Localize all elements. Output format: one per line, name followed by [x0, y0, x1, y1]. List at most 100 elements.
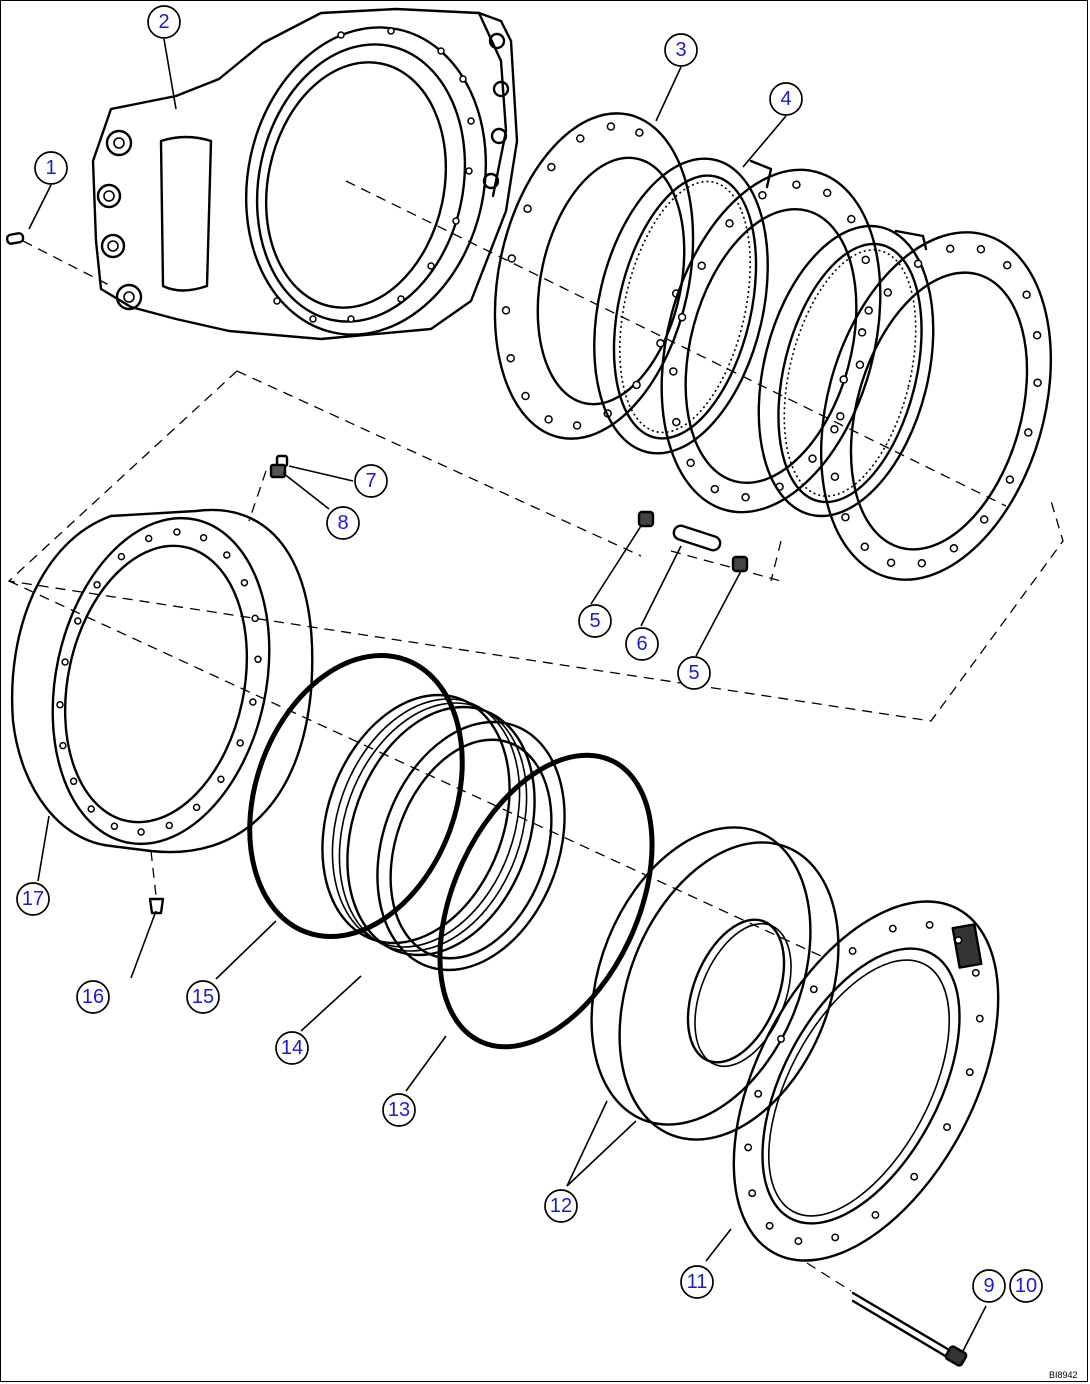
callout-layer: 1 2 3 4 5 5 6 7 8 9 10 11 12 13 14 15 16…: [16, 5, 1043, 1352]
svg-text:11: 11: [687, 1271, 708, 1293]
bolt-hole: [886, 558, 896, 567]
bolt-hole: [217, 775, 225, 783]
callout-2: 2: [147, 5, 181, 39]
rear-flange-plate: [819, 231, 1053, 581]
bolt-hole: [199, 533, 208, 542]
drawing-code: BI8942: [1049, 1370, 1078, 1380]
svg-text:13: 13: [388, 1099, 410, 1121]
bolt-hole: [758, 191, 767, 200]
part-14-piston: [321, 693, 566, 972]
middle-flange-plate: [660, 168, 882, 514]
svg-text:5: 5: [589, 610, 600, 632]
bolt-hole: [59, 741, 67, 750]
svg-text:14: 14: [281, 1037, 303, 1059]
bolt-hole: [254, 655, 262, 664]
callout-10: 10: [1009, 1269, 1043, 1303]
end-plate-holes: [744, 920, 984, 1246]
bolt-hole: [975, 1014, 984, 1023]
callout-6: 6: [625, 627, 659, 661]
svg-text:10: 10: [1015, 1275, 1037, 1297]
assembly-centerlines: [7, 180, 1064, 1292]
callout-bubbles: 1 2 3 4 5 5 6 7 8 9 10 11 12 13 14 15 16…: [16, 5, 1043, 1303]
bolt-hole: [1002, 260, 1012, 270]
bolt-hole: [883, 288, 893, 297]
bolt-hole: [754, 1089, 763, 1098]
bolt-hole: [236, 739, 244, 747]
bolt-hole: [110, 822, 119, 831]
callout-14: 14: [275, 1031, 309, 1065]
part-15-seal-ring: [247, 653, 465, 939]
part-5-nut-left: [637, 510, 655, 528]
part-13-seal-ring: [437, 752, 655, 1050]
callout-16: 16: [76, 980, 110, 1014]
bolt-hole: [501, 306, 511, 315]
bolt-hole: [888, 924, 897, 933]
bolt-hole: [965, 1068, 974, 1077]
bolt-hole: [240, 578, 249, 587]
bolt-hole: [56, 700, 64, 709]
bolt-hole: [976, 245, 986, 254]
bolt-hole: [910, 1172, 919, 1181]
callout-13: 13: [382, 1093, 416, 1127]
bolt-hole: [506, 353, 515, 363]
svg-text:17: 17: [22, 888, 44, 910]
svg-text:5: 5: [688, 662, 699, 684]
bolt-hole: [672, 417, 681, 427]
bolt-hole: [945, 244, 955, 254]
bolt-hole: [1005, 475, 1015, 484]
part-2-housing: [91, 7, 519, 341]
bolt-hole: [809, 985, 818, 994]
bolt-hole: [836, 411, 845, 421]
bolt-hole: [523, 204, 532, 213]
rear-plate-bolt-holes: [830, 244, 1042, 568]
callout-9: 9: [972, 1269, 1006, 1303]
bolt-hole: [777, 1034, 785, 1043]
bolt-hole: [74, 617, 82, 625]
bolt-hole: [697, 261, 706, 271]
callout-15: 15: [186, 980, 220, 1014]
part-16-plug: [148, 897, 165, 915]
bolt-hole: [792, 180, 801, 189]
bolt-hole: [710, 484, 720, 494]
bolt-hole: [165, 821, 174, 830]
bolt-hole: [748, 1189, 757, 1198]
callout-7: 7: [354, 464, 388, 498]
bolt-hole: [521, 391, 530, 401]
svg-text:3: 3: [675, 39, 686, 61]
bolt-hole: [971, 968, 980, 977]
bolt-hole: [949, 544, 959, 553]
callout-12: 12: [544, 1189, 578, 1223]
bolt-hole: [765, 1221, 774, 1230]
bolt-hole: [943, 1123, 951, 1132]
part-6-dowel: [672, 524, 722, 552]
bolt-hole: [656, 339, 665, 348]
bolt-hole: [1022, 290, 1031, 300]
bolt-hole: [576, 134, 585, 143]
svg-text:12: 12: [550, 1195, 572, 1217]
svg-text:2: 2: [158, 11, 169, 33]
bolt-hole: [669, 367, 678, 376]
bolt-hole: [979, 515, 989, 524]
bolt-hole: [117, 552, 126, 561]
svg-text:8: 8: [337, 512, 348, 534]
flange-3-bolt-holes: [501, 122, 681, 430]
bolt-hole: [830, 472, 840, 481]
bolt-hole: [822, 188, 832, 198]
part-1-pin: [5, 232, 25, 245]
callout-5-left: 5: [578, 604, 612, 638]
bolt-hole: [857, 328, 867, 337]
bolt-hole: [848, 947, 857, 955]
bolt-hole: [547, 162, 556, 172]
bolt-hole: [808, 454, 817, 463]
bolt-hole: [744, 1143, 753, 1152]
bolt-hole: [741, 493, 750, 502]
callout-11: 11: [680, 1265, 714, 1299]
part-4-ring-gear: [593, 157, 773, 455]
svg-text:15: 15: [192, 986, 214, 1008]
bolt-hole: [830, 425, 839, 434]
bolt-hole: [686, 458, 695, 468]
bolt-hole: [69, 777, 78, 786]
bolt-hole: [913, 259, 923, 268]
bolt-hole: [847, 214, 856, 224]
